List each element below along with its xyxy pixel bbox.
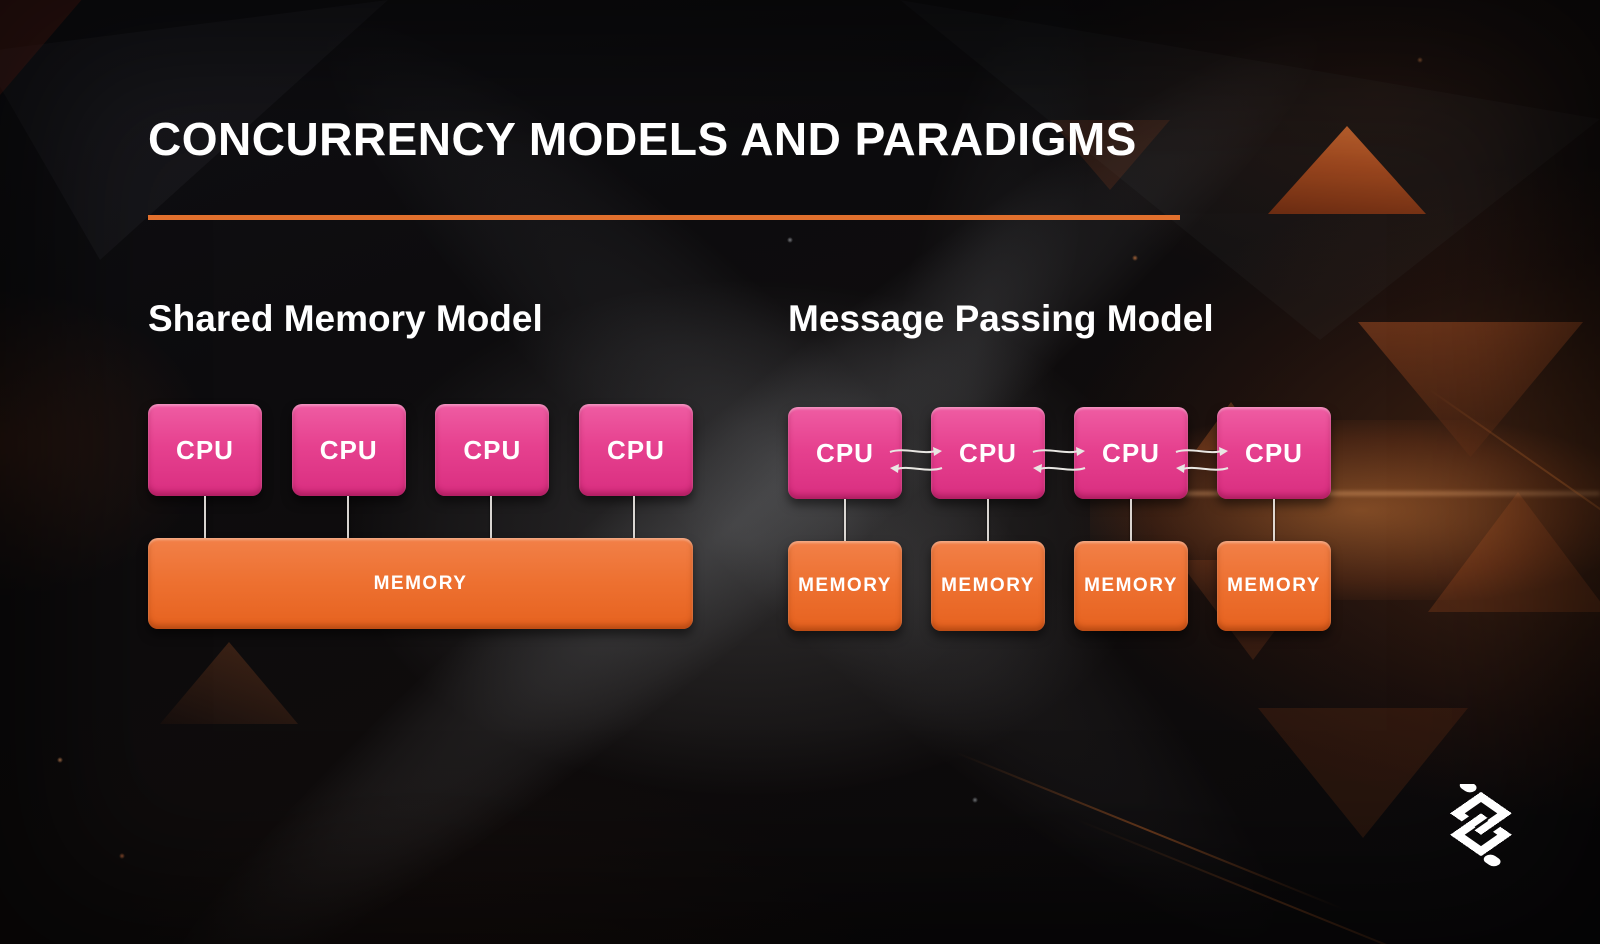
bg-edge-line (1428, 388, 1600, 574)
bg-triangle (0, 0, 90, 130)
memory-label: MEMORY (373, 572, 468, 594)
connector-line (347, 496, 349, 538)
memory-row: MEMORY MEMORY MEMORY MEMORY (788, 541, 1331, 631)
cpu-label: CPU (607, 434, 665, 465)
connector-line (490, 496, 492, 538)
cpu-label: CPU (959, 437, 1017, 468)
connector-line (1273, 499, 1275, 541)
cpu-box: CPU (1074, 407, 1188, 499)
bg-gray-plane (900, 0, 1600, 340)
bg-triangle (1268, 126, 1426, 214)
bg-triangle (1358, 322, 1583, 457)
cpu-box: CPU (291, 404, 406, 496)
title-divider (148, 215, 1180, 220)
bg-triangle (1428, 492, 1600, 612)
connector-line (1130, 499, 1132, 541)
memory-label: MEMORY (1227, 575, 1321, 596)
cpu-box: CPU (148, 404, 262, 496)
shared-memory-heading: Shared Memory Model (148, 298, 543, 339)
cpu-box: CPU (931, 407, 1045, 499)
message-exchange-arrows-icon (889, 447, 943, 473)
scaler-logo-icon (1445, 784, 1517, 867)
memory-label: MEMORY (798, 575, 892, 596)
memory-box: MEMORY (931, 541, 1045, 631)
cpu-label: CPU (319, 434, 378, 465)
bg-triangle (160, 642, 298, 724)
message-exchange-arrows-icon (1032, 447, 1086, 473)
bg-triangle (1258, 708, 1468, 838)
cpu-label: CPU (816, 437, 874, 468)
cpu-box: CPU (435, 404, 550, 496)
memory-label: MEMORY (941, 575, 1035, 596)
bg-edge-line (1076, 818, 1504, 944)
memory-box: MEMORY (1217, 541, 1331, 631)
cpu-box: CPU (1217, 407, 1331, 499)
connector-line (844, 499, 846, 541)
memory-label: MEMORY (1084, 575, 1178, 596)
memory-box: MEMORY (788, 541, 902, 631)
message-passing-heading: Message Passing Model (788, 298, 1214, 339)
cpu-row: CPU CPU CPU CPU (788, 407, 1331, 499)
connector-line (204, 496, 206, 538)
cpu-label: CPU (1245, 437, 1303, 468)
cpu-box: CPU (788, 407, 902, 499)
page-title: CONCURRENCY MODELS AND PARADIGMS (148, 113, 1137, 165)
message-exchange-arrows-icon (1175, 447, 1229, 473)
cpu-label: CPU (1102, 437, 1160, 468)
shared-memory-box: MEMORY (148, 538, 693, 629)
memory-box: MEMORY (1074, 541, 1188, 631)
connector-line (987, 499, 989, 541)
cpu-box: CPU (578, 404, 693, 496)
cpu-label: CPU (463, 434, 522, 465)
bg-edge-line (954, 751, 1346, 911)
connector-line (633, 496, 635, 538)
shared-memory-diagram: Shared Memory Model CPU CPU CPU CPU MEMO… (148, 298, 693, 638)
message-passing-diagram: Message Passing Model CPU CPU CPU CPU (788, 298, 1331, 638)
cpu-label: CPU (176, 434, 234, 465)
cpu-row: CPU CPU CPU CPU (148, 404, 693, 496)
